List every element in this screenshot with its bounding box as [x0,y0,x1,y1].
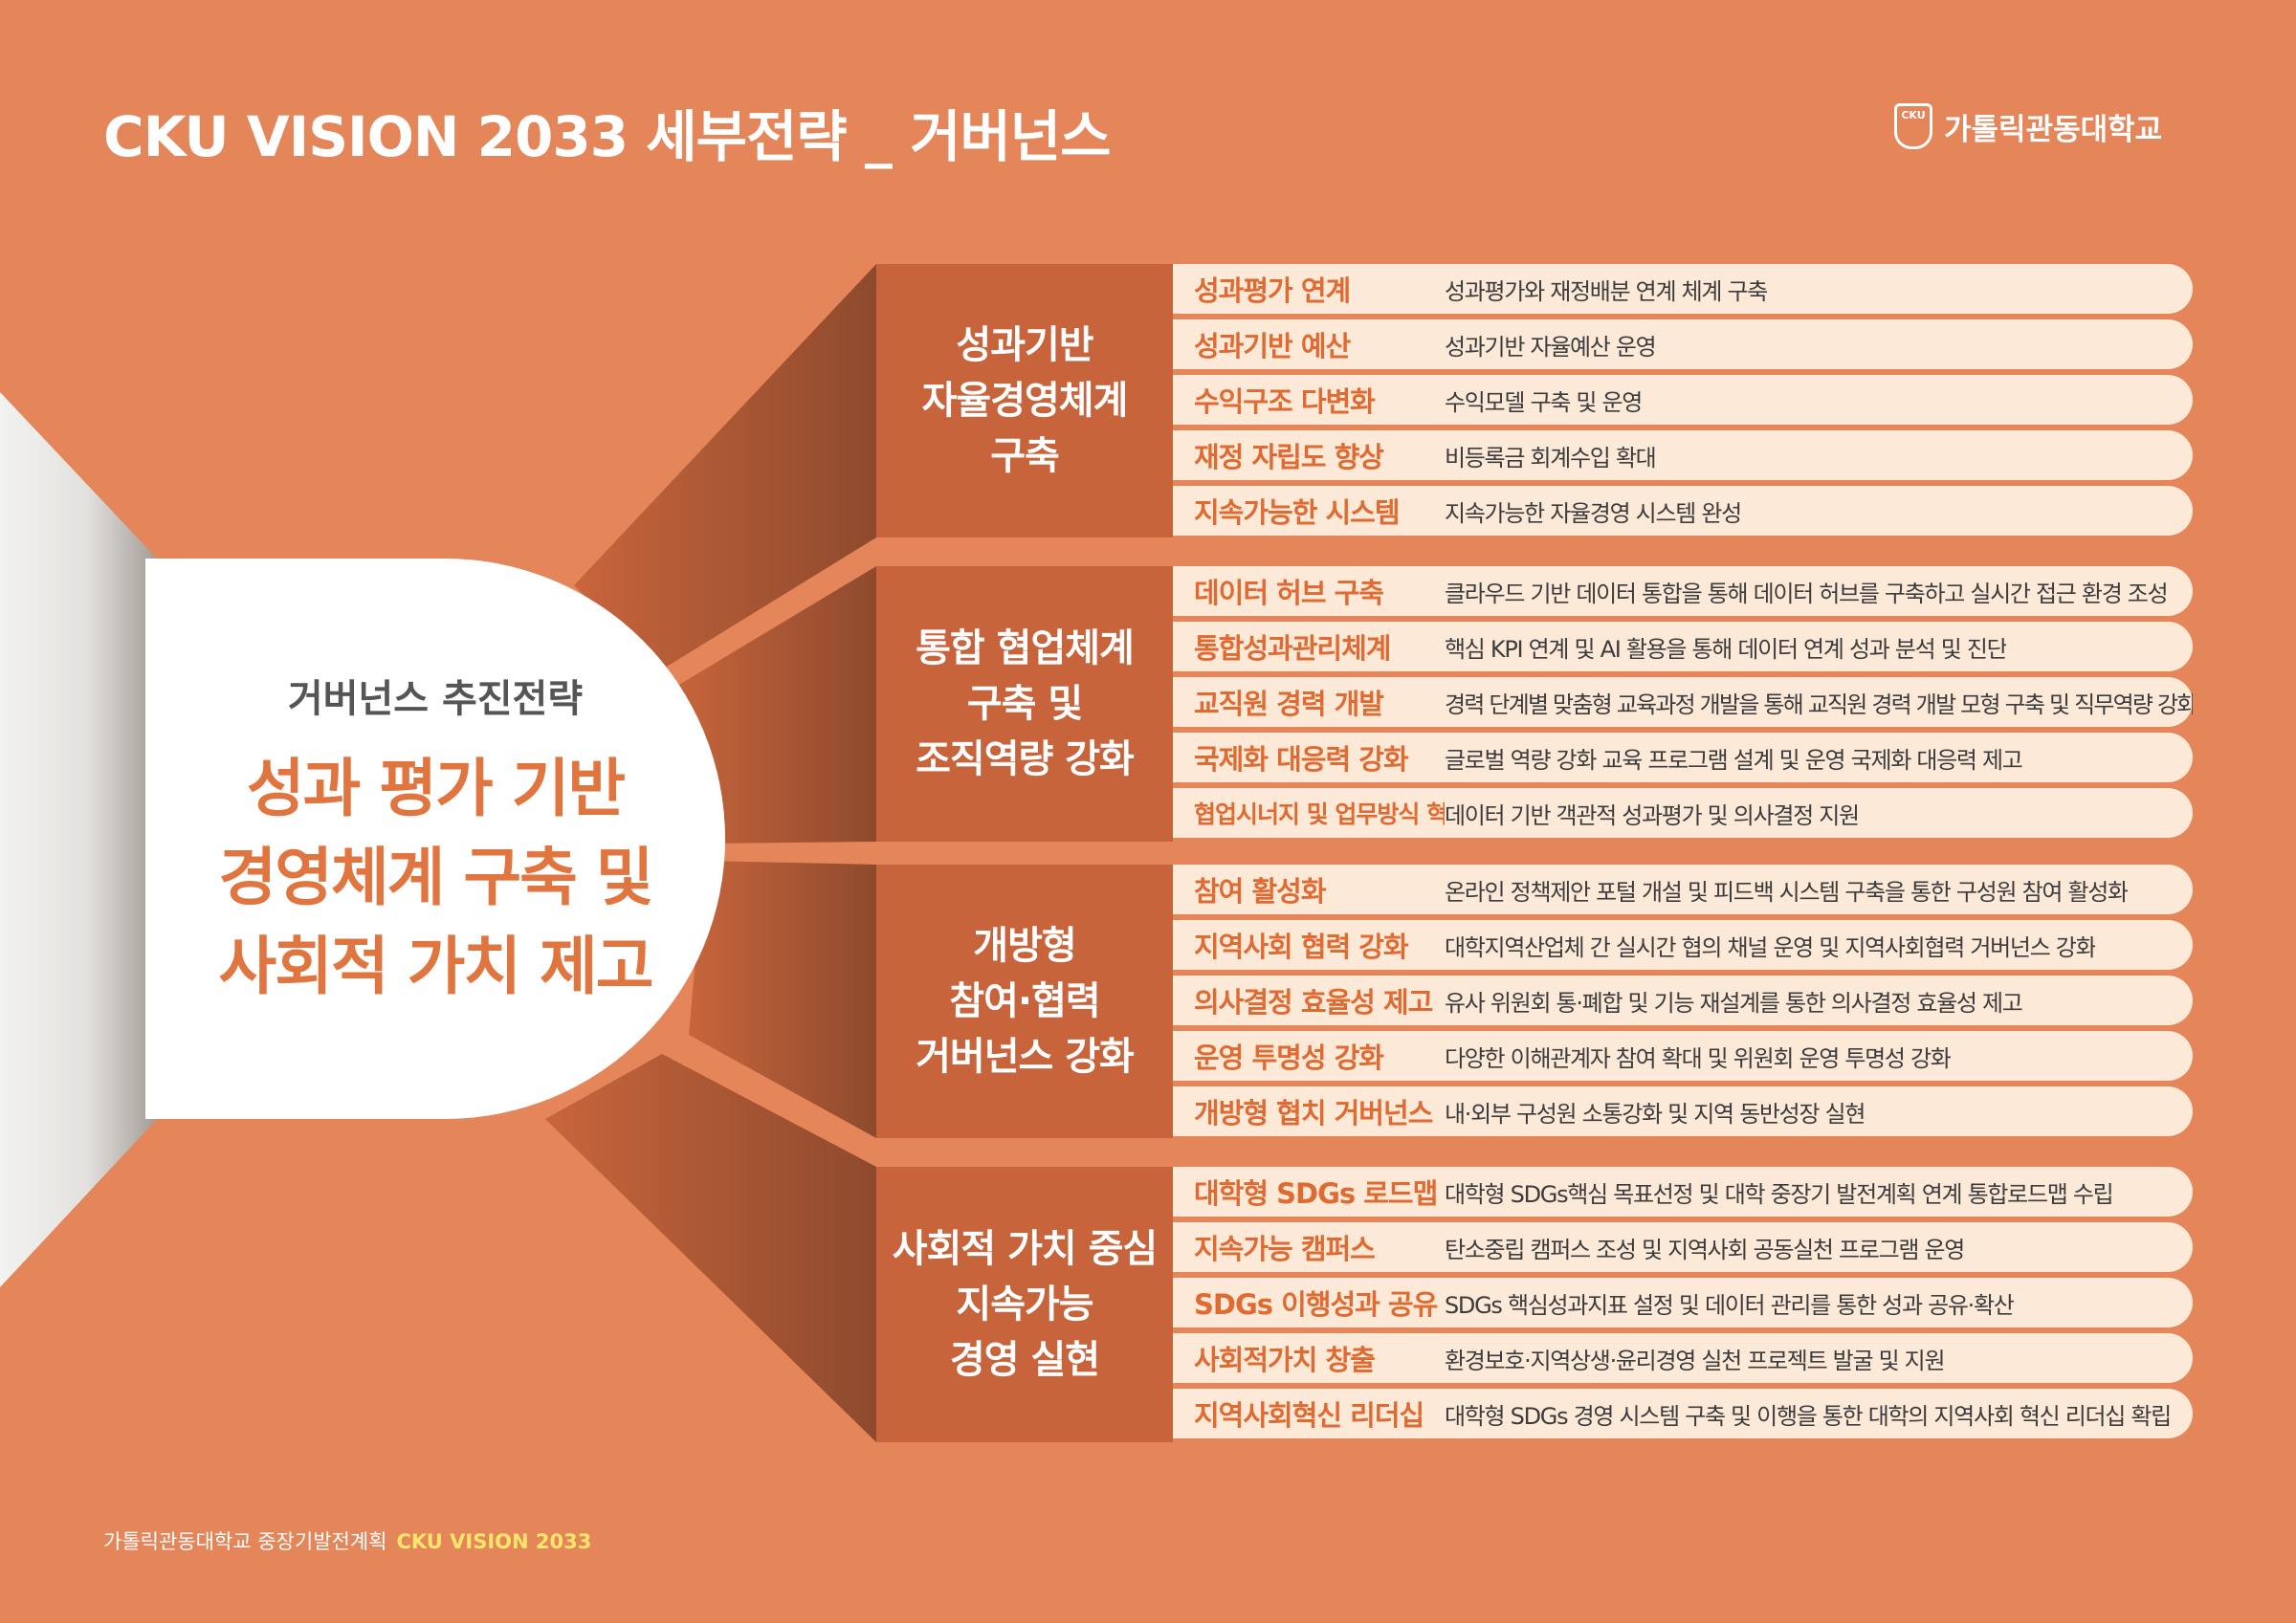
strategy-item: 지속가능 캠퍼스 탄소중립 캠퍼스 조성 및 지역사회 공동실천 프로그램 운영 [1173,1222,2193,1272]
cku-emblem-icon: CKU [1894,103,1932,149]
item-desc: 비등록금 회계수입 확대 [1445,444,1656,472]
strategy-item: 재정 자립도 향상 비등록금 회계수입 확대 [1173,430,2193,480]
item-desc: 다양한 이해관계자 참여 확대 및 위원회 운영 투명성 강화 [1445,1044,1951,1072]
item-desc: 수익모델 구축 및 운영 [1445,388,1643,416]
strategy-item: 사회적가치 창출 환경보호·지역상생·윤리경영 실천 프로젝트 발굴 및 지원 [1173,1333,2193,1383]
strategy-item: 운영 투명성 강화 다양한 이해관계자 참여 확대 및 위원회 운영 투명성 강화 [1173,1031,2193,1081]
strategy-item: 수익구조 다변화 수익모델 구축 및 운영 [1173,375,2193,425]
strategy-item: 의사결정 효율성 제고 유사 위원회 통·폐합 및 기능 재설계를 통한 의사결정… [1173,976,2193,1025]
item-desc: 대학형 SDGs핵심 목표선정 및 대학 중장기 발전계획 연계 통합로드맵 수… [1445,1180,2113,1208]
logo-text: 가톨릭관동대학교 [1944,112,2163,147]
hub-subtitle: 거버넌스 추진전략 [287,676,584,721]
funnel-2 [673,566,876,844]
university-logo: CKU 가톨릭관동대학교 [1894,103,2162,149]
item-desc: 성과평가와 재정배분 연계 체계 구축 [1445,277,1768,305]
item-label: 데이터 허브 구축 [1194,577,1384,609]
item-label: 국제화 대응력 강화 [1194,743,1409,776]
left-cone [0,392,157,1287]
item-desc: 탄소중립 캠퍼스 조성 및 지역사회 공동실천 프로그램 운영 [1445,1236,1965,1263]
item-label: 성과평가 연계 [1194,274,1351,307]
item-desc: 성과기반 자율예산 운영 [1445,333,1656,361]
strategy-item: 통합성과관리체계 핵심 KPI 연계 및 AI 활용을 통해 데이터 연계 성과 … [1173,622,2193,671]
item-label: 의사결정 효율성 제고 [1194,986,1433,1019]
item-desc: 데이터 기반 객관적 성과평가 및 의사결정 지원 [1445,801,1859,829]
item-label: 수익구조 다변화 [1194,385,1376,418]
item-label: 지역사회혁신 리더십 [1194,1399,1424,1432]
item-label: 교직원 경력 개발 [1194,688,1384,720]
item-desc: 환경보호·지역상생·윤리경영 실천 프로젝트 발굴 및 지원 [1445,1347,1945,1374]
item-desc: 글로벌 역량 강화 교육 프로그램 설계 및 운영 국제화 대응력 제고 [1445,746,2022,774]
footer-accent: CKU VISION 2033 [396,1530,592,1553]
funnel-4 [545,1054,876,1442]
strategy-item: 성과기반 예산 성과기반 자율예산 운영 [1173,319,2193,369]
strategy-item: 지역사회혁신 리더십 대학형 SDGs 경영 시스템 구축 및 이행을 통한 대학… [1173,1389,2193,1438]
item-label: 협업시너지 및 업무방식 혁신 [1194,801,1445,828]
item-label: 지속가능 캠퍼스 [1194,1233,1376,1265]
item-desc: 온라인 정책제안 포털 개설 및 피드백 시스템 구축을 통한 구성원 참여 활… [1445,878,2128,906]
strategy-block-4: 사회적 가치 중심 지속가능 경영 실현 [876,1167,1173,1442]
item-label: SDGs 이행성과 공유 [1194,1288,1438,1321]
hub-headline: 성과 평가 기반 경영체계 구축 및 사회적 가치 제고 [218,751,654,1003]
item-label: 참여 활성화 [1194,875,1327,908]
strategy-block-2: 통합 협업체계 구축 및 조직역량 강화 [876,566,1173,842]
strategy-item: 데이터 허브 구축 클라우드 기반 데이터 통합을 통해 데이터 허브를 구축하고… [1173,566,2193,616]
strategy-item: 참여 활성화 온라인 정책제안 포털 개설 및 피드백 시스템 구축을 통한 구성… [1173,865,2193,914]
footer-text: 가톨릭관동대학교 중장기발전계획 [103,1530,387,1553]
strategy-block-3: 개방형 참여·협력 거버넌스 강화 [876,865,1173,1138]
funnel-3 [689,861,876,1138]
item-desc: 대학지역산업체 간 실시간 협의 채널 운영 및 지역사회협력 거버넌스 강화 [1445,933,2096,961]
strategy-hub: 거버넌스 추진전략 성과 평가 기반 경영체계 구축 및 사회적 가치 제고 [145,559,725,1119]
strategy-item: 지속가능한 시스템 지속가능한 자율경영 시스템 완성 [1173,486,2193,536]
item-label: 개방형 협치 거버넌스 [1194,1097,1433,1130]
item-label: 통합성과관리체계 [1194,632,1391,665]
strategy-item: 국제화 대응력 강화 글로벌 역량 강화 교육 프로그램 설계 및 운영 국제화 … [1173,733,2193,782]
item-label: 성과기반 예산 [1194,330,1351,362]
strategy-item: 성과평가 연계 성과평가와 재정배분 연계 체계 구축 [1173,264,2193,314]
strategy-block-1: 성과기반 자율경영체계 구축 [876,264,1173,537]
item-desc: SDGs 핵심성과지표 설정 및 데이터 관리를 통한 성과 공유·확산 [1445,1291,2014,1319]
item-desc: 대학형 SDGs 경영 시스템 구축 및 이행을 통한 대학의 지역사회 혁신 … [1445,1402,2171,1430]
item-label: 대학형 SDGs 로드맵 [1194,1177,1438,1210]
item-label: 지역사회 협력 강화 [1194,931,1409,963]
page-title: CKU VISION 2033 세부전략 _ 거버넌스 [103,104,1112,169]
item-desc: 클라우드 기반 데이터 통합을 통해 데이터 허브를 구축하고 실시간 접근 환… [1445,580,2168,607]
item-label: 사회적가치 창출 [1194,1344,1376,1376]
item-desc: 핵심 KPI 연계 및 AI 활용을 통해 데이터 연계 성과 분석 및 진단 [1445,635,2007,663]
item-label: 운영 투명성 강화 [1194,1042,1384,1074]
item-desc: 내·외부 구성원 소통강화 및 지역 동반성장 실현 [1445,1100,1866,1128]
item-desc: 지속가능한 자율경영 시스템 완성 [1445,499,1741,527]
item-desc: 유사 위원회 통·폐합 및 기능 재설계를 통한 의사결정 효율성 제고 [1445,989,2022,1017]
strategy-item: 교직원 경력 개발 경력 단계별 맞춤형 교육과정 개발을 통해 교직원 경력 개… [1173,677,2193,727]
item-desc: 경력 단계별 맞춤형 교육과정 개발을 통해 교직원 경력 개발 모형 구축 및… [1445,691,2193,718]
item-label: 재정 자립도 향상 [1194,441,1384,473]
funnel-1 [574,264,876,669]
strategy-item: 개방형 협치 거버넌스 내·외부 구성원 소통강화 및 지역 동반성장 실현 [1173,1086,2193,1136]
strategy-item: 지역사회 협력 강화 대학지역산업체 간 실시간 협의 채널 운영 및 지역사회협… [1173,920,2193,970]
item-label: 지속가능한 시스템 [1194,496,1401,529]
footer: 가톨릭관동대학교 중장기발전계획 CKU VISION 2033 [103,1526,591,1555]
